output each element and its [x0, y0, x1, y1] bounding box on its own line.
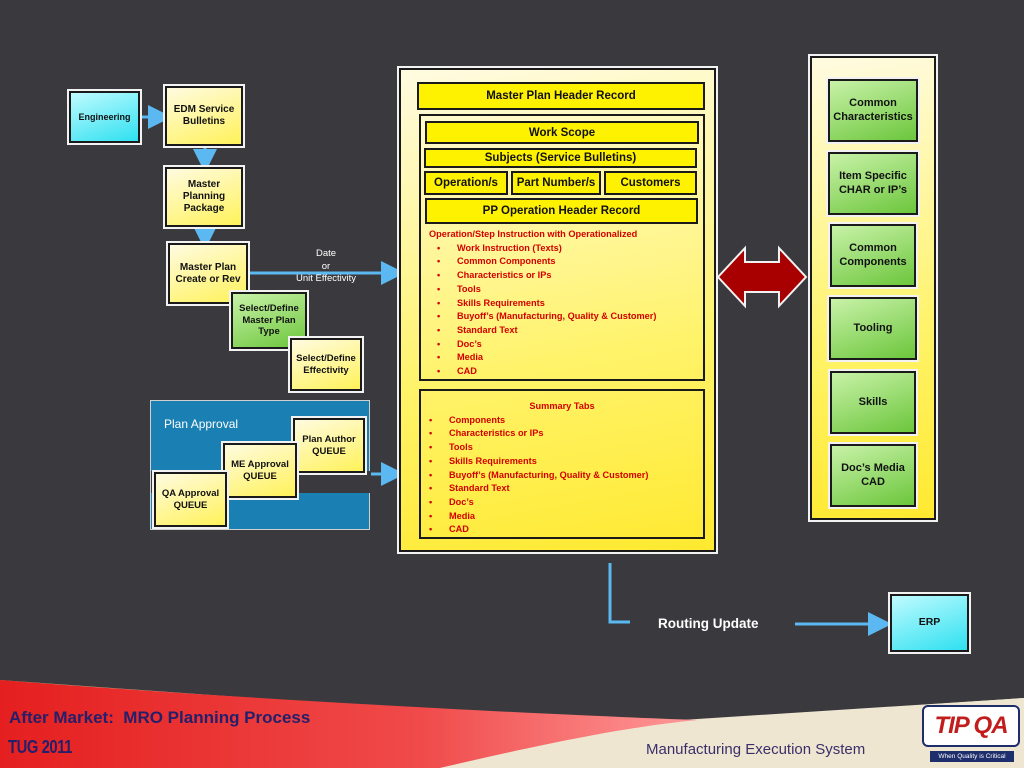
right-item-common-characteristics: Common Characteristics	[826, 77, 920, 144]
master-planning-box: Master Planning Package	[163, 165, 245, 229]
qa-approval-queue[interactable]: QA Approval QUEUE	[152, 470, 229, 529]
unit-effectivity-label: Unit Effectivity	[295, 273, 356, 284]
operation-list-block: Operation/Step Instruction with Operatio…	[429, 228, 699, 379]
select-define-effectivity-label: Select/Define Effectivity	[296, 353, 356, 376]
summary-list: Components Characteristics or IPs Tools …	[421, 414, 703, 537]
right-item-label: Tooling	[853, 321, 893, 334]
operation-item: CAD	[429, 365, 699, 379]
summary-item: Components	[421, 414, 703, 428]
summary-item: Doc’s	[421, 496, 703, 510]
operation-list-title: Operation/Step Instruction with Operatio…	[429, 229, 638, 239]
pp-header: PP Operation Header Record	[425, 198, 698, 224]
select-define-effectivity-box: Select/Define Effectivity	[288, 336, 364, 393]
or-label: or	[321, 260, 331, 272]
qa-approval-label: QA Approval QUEUE	[161, 488, 220, 511]
right-item-skills: Skills	[828, 369, 918, 436]
summary-item: Tools	[421, 441, 703, 455]
right-item-label: Common Components	[839, 242, 907, 268]
right-item-label: Doc’s Media CAD	[841, 462, 905, 488]
right-item-tooling: Tooling	[827, 295, 919, 362]
right-item-item-specific: Item Specific CHAR or IP’s	[826, 150, 920, 217]
engineering-box: Engineering	[67, 89, 142, 145]
effectivity-arrow-label: Date or Unit Effectivity	[268, 248, 384, 286]
operation-item: Tools	[429, 283, 699, 297]
summary-section: Summary Tabs Components Characteristics …	[419, 389, 705, 539]
tipqa-tagline: When Quality is Critical	[930, 751, 1014, 762]
operations-header: Operation/s	[424, 171, 508, 195]
work-scope-header: Work Scope	[425, 121, 699, 144]
master-plan-create-label: Master Plan Create or Rev	[175, 261, 241, 285]
summary-item: Media	[421, 510, 703, 524]
right-item-label: Common Characteristics	[833, 97, 913, 123]
operation-item: Media	[429, 351, 699, 365]
operation-item: Doc’s	[429, 338, 699, 352]
arrow-center-down-to-routing	[608, 563, 630, 624]
operation-item: Characteristics or IPs	[429, 269, 699, 283]
master-plan-panel: Master Plan Header Record Work Scope Sub…	[397, 66, 718, 554]
summary-item: Standard Text	[421, 482, 703, 496]
right-item-label: Item Specific CHAR or IP’s	[838, 170, 908, 196]
select-define-type-label: Select/Define Master Plan Type	[239, 303, 299, 338]
erp-box: ERP	[888, 592, 971, 654]
edm-label: EDM Service Bulletins	[173, 104, 235, 127]
summary-item: Skills Requirements	[421, 455, 703, 469]
operation-item: Buyoff’s (Manufacturing, Quality & Custo…	[429, 310, 699, 324]
summary-title: Summary Tabs	[529, 401, 595, 411]
tipqa-logo-text: TIP QA	[934, 712, 1008, 739]
erp-label: ERP	[918, 616, 941, 628]
me-approval-queue[interactable]: ME Approval QUEUE	[221, 441, 299, 500]
operation-section: Work Scope Subjects (Service Bulletins) …	[419, 114, 705, 381]
me-approval-label: ME Approval QUEUE	[231, 459, 289, 482]
footer-event: TUG 2011	[8, 737, 72, 757]
right-item-common-components: Common Components	[828, 222, 918, 289]
customers-header: Customers	[604, 171, 697, 195]
footer-subtitle: Manufacturing Execution System	[646, 741, 866, 758]
footer-title: After Market: MRO Planning Process	[9, 708, 311, 727]
plan-author-queue[interactable]: Plan Author QUEUE	[291, 416, 367, 475]
double-arrow-icon	[716, 245, 808, 309]
operation-list: Work Instruction (Texts) Common Componen…	[429, 242, 699, 379]
date-label: Date	[315, 248, 337, 259]
summary-item: CAD	[421, 523, 703, 537]
summary-item: Characteristics or IPs	[421, 427, 703, 441]
engineering-label: Engineering	[78, 111, 131, 122]
part-number-header: Part Number/s	[511, 171, 601, 195]
operation-item: Common Components	[429, 255, 699, 269]
right-item-docs-media-cad: Doc’s Media CAD	[828, 442, 918, 509]
footer-band	[0, 680, 1024, 768]
tipqa-logo: TIP QA When Quality is Critical	[920, 701, 1020, 764]
routing-update-label: Routing Update	[658, 616, 759, 631]
subjects-header: Subjects (Service Bulletins)	[424, 148, 697, 168]
operation-item: Skills Requirements	[429, 297, 699, 311]
operation-item: Work Instruction (Texts)	[429, 242, 699, 256]
plan-author-label: Plan Author QUEUE	[302, 434, 356, 457]
summary-item: Buyoff’s (Manufacturing, Quality & Custo…	[421, 469, 703, 483]
master-planning-label: Master Planning Package	[182, 179, 226, 214]
plan-approval-title: Plan Approval	[164, 417, 239, 431]
master-plan-header: Master Plan Header Record	[417, 82, 705, 110]
right-item-label: Skills	[858, 395, 888, 408]
operation-item: Standard Text	[429, 324, 699, 338]
tipqa-logo-mark: TIP QA	[922, 705, 1020, 747]
edm-box: EDM Service Bulletins	[163, 84, 245, 148]
